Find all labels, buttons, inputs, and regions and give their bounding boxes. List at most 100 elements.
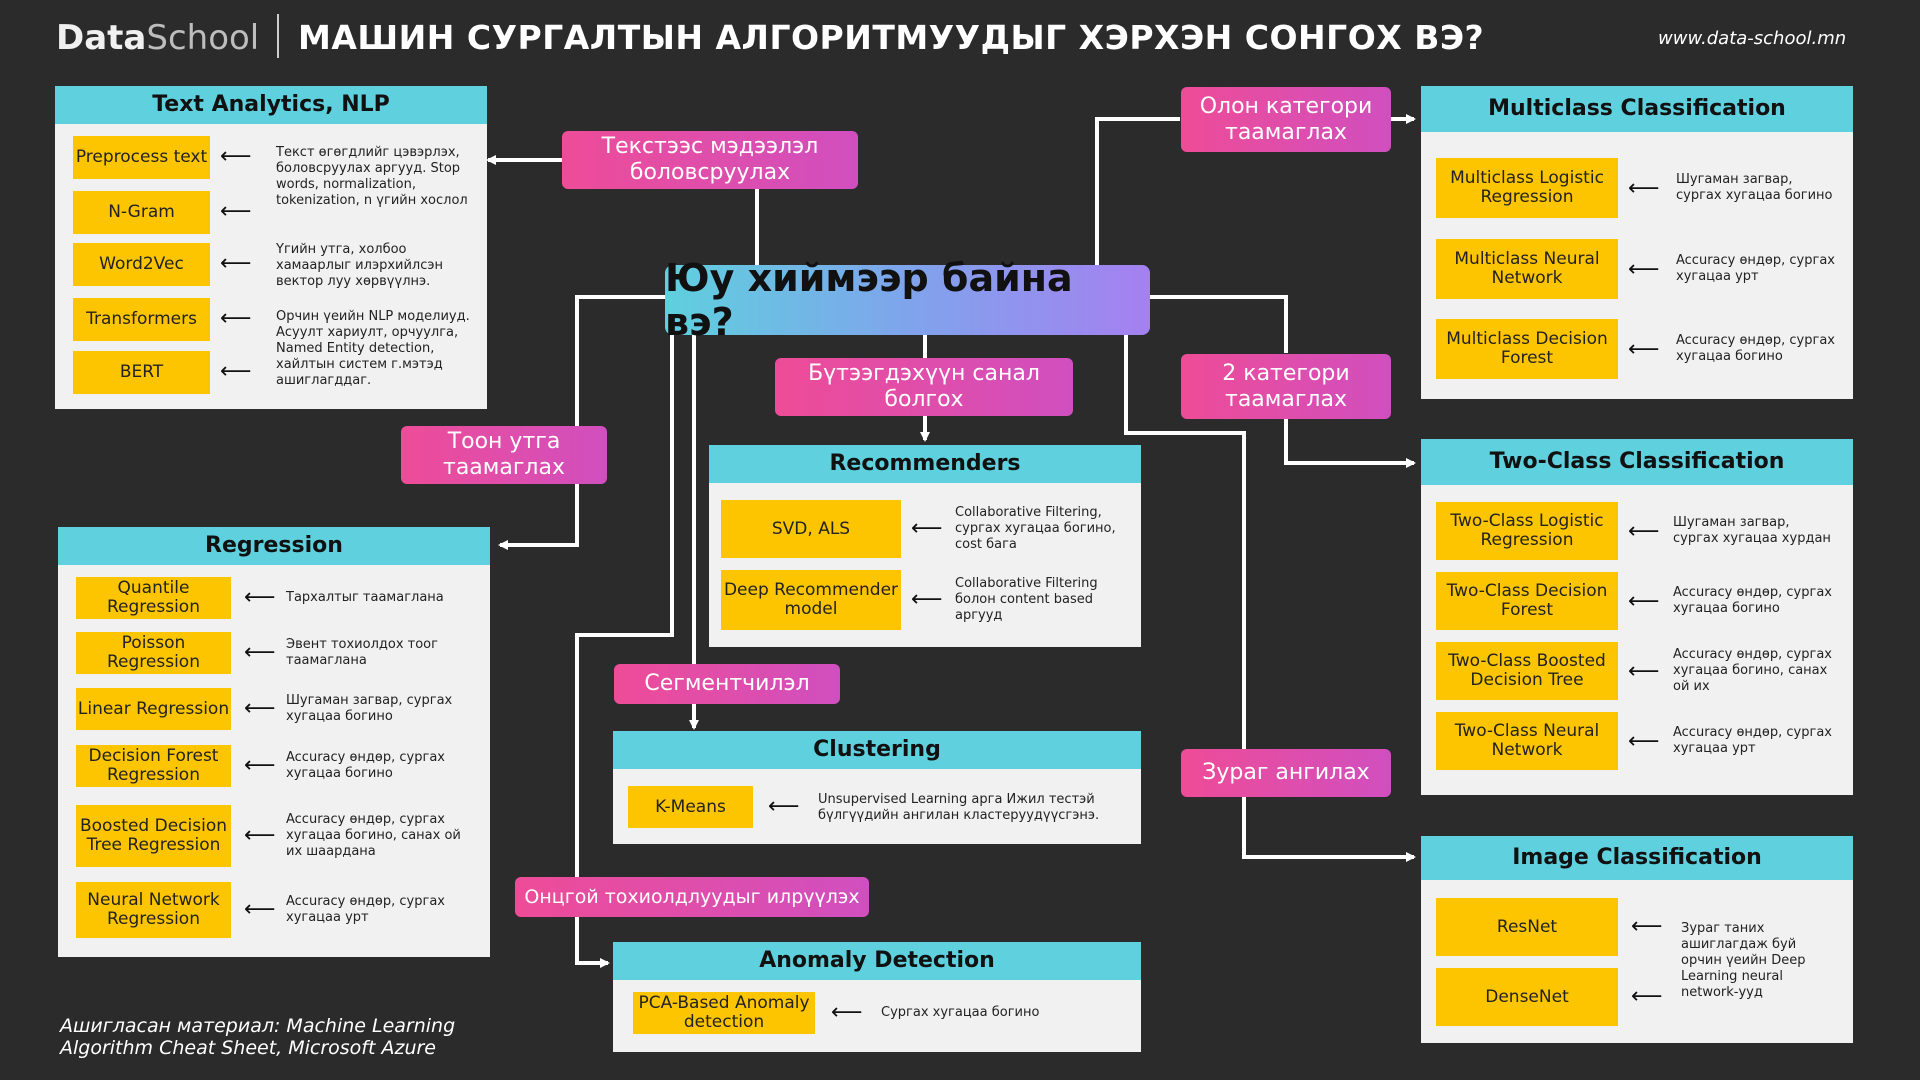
pca-anomaly-description: Сургах хугацаа богино: [881, 1005, 1040, 1020]
task-twoclass-label: 2 категори таамаглах: [1181, 354, 1391, 419]
resnet-box: ResNet: [1436, 898, 1618, 956]
poisson-description: Эвент тохиолдох тоог таамаглана: [286, 637, 438, 668]
multiclass-forest-box: Multiclass Decision Forest: [1436, 319, 1618, 379]
svd-als-description: Collaborative Filtering, сургах хугацаа …: [955, 505, 1116, 552]
multiclass-logistic-box: Multiclass Logistic Regression: [1436, 158, 1618, 218]
arrow-left-icon: ⟵: [831, 1000, 863, 1025]
arrow-left-icon: ⟵: [220, 251, 252, 276]
n-gram-box: N-Gram: [73, 191, 210, 234]
task-anomaly-label: Онцгой тохиолдлуудыг илрүүлэх: [515, 877, 869, 917]
densenet-box: DenseNet: [1436, 968, 1618, 1026]
text-analytics-panel: Text Analytics, NLP Preprocess text N-Gr…: [55, 86, 487, 409]
arrow-left-icon: ⟵: [220, 199, 252, 224]
two-class-boosted-description: Accuracy өндөр, сургах хугацаа богино, с…: [1673, 647, 1832, 694]
deep-recommender-box: Deep Recommender model: [721, 570, 901, 630]
arrow-left-icon: ⟵: [1628, 257, 1660, 282]
arrow-left-icon: ⟵: [244, 585, 276, 610]
k-means-box: K-Means: [628, 786, 753, 828]
regression-panel: Regression Quantile Regression Poisson R…: [58, 527, 490, 957]
arrow-left-icon: ⟵: [244, 696, 276, 721]
decision-forest-description: Accuracy өндөр, сургах хугацаа богино: [286, 750, 445, 781]
header-divider: [277, 14, 279, 58]
deep-recommender-description: Collaborative Filtering болон content ba…: [955, 576, 1098, 623]
k-means-description: Unsupervised Learning арга Ижил тестэй б…: [818, 792, 1100, 823]
arrow-left-icon: ⟵: [911, 587, 943, 612]
anomaly-detection-title: Anomaly Detection: [613, 942, 1141, 980]
neural-network-description: Accuracy өндөр, сургах хугацаа урт: [286, 894, 445, 925]
two-class-forest-description: Accuracy өндөр, сургах хугацаа богино: [1673, 585, 1832, 616]
quantile-description: Тархалтыг таамаглана: [286, 590, 444, 605]
logo-accent: School: [146, 18, 260, 58]
recommenders-panel: Recommenders SVD, ALS Deep Recommender m…: [709, 445, 1141, 647]
boosted-description: Accuracy өндөр, сургах хугацаа богино, с…: [286, 812, 461, 859]
boosted-decision-tree-regression-box: Boosted Decision Tree Regression: [76, 805, 231, 867]
arrow-left-icon: ⟵: [244, 897, 276, 922]
image-classification-panel: Image Classification ResNet DenseNet ⟵ ⟵…: [1421, 836, 1853, 1043]
word2vec-description: Үгийн утга, холбоо хамаарлыг илэрхийлсэн…: [276, 241, 444, 289]
anomaly-detection-panel: Anomaly Detection PCA-Based Anomaly dete…: [613, 942, 1141, 1052]
source-note: Ашигласан материал: Machine Learning Alg…: [60, 1015, 456, 1059]
word2vec-box: Word2Vec: [73, 243, 210, 286]
two-class-neural-box: Two-Class Neural Network: [1436, 712, 1618, 770]
text-analytics-title: Text Analytics, NLP: [55, 86, 487, 124]
preprocess-text-box: Preprocess text: [73, 136, 210, 179]
clustering-title: Clustering: [613, 731, 1141, 769]
task-recommend-label: Бүтээгдэхүүн санал болгох: [775, 358, 1073, 416]
logo: DataSchool: [56, 18, 259, 58]
clustering-panel: Clustering K-Means ⟵ Unsupervised Learni…: [613, 731, 1141, 844]
multiclass-title: Multiclass Classification: [1421, 86, 1853, 132]
multiclass-forest-description: Accuracy өндөр, сургах хугацаа богино: [1676, 333, 1835, 364]
preprocess-description: Текст өгөгдлийг цэвэрлэх, боловсруулах а…: [276, 145, 468, 208]
regression-title: Regression: [58, 527, 490, 565]
two-class-panel: Two-Class Classification Two-Class Logis…: [1421, 439, 1853, 795]
two-class-neural-description: Accuracy өндөр, сургах хугацаа урт: [1673, 725, 1832, 756]
arrow-left-icon: ⟵: [1628, 519, 1660, 544]
transformers-description: Орчин үеийн NLP моделиуд. Асуулт хариулт…: [276, 309, 470, 388]
arrow-left-icon: ⟵: [768, 794, 800, 819]
task-image-label: Зураг ангилах: [1181, 749, 1391, 797]
two-class-boosted-box: Two-Class Boosted Decision Tree: [1436, 642, 1618, 700]
arrow-left-icon: ⟵: [1628, 337, 1660, 362]
arrow-left-icon: ⟵: [244, 640, 276, 665]
page-title: МАШИН СУРГАЛТЫН АЛГОРИТМУУДЫГ ХЭРХЭН СОН…: [298, 18, 1485, 57]
multiclass-neural-description: Accuracy өндөр, сургах хугацаа урт: [1676, 253, 1835, 284]
pca-anomaly-box: PCA-Based Anomaly detection: [633, 992, 815, 1034]
multiclass-logistic-description: Шугаман загвар, сургах хугацаа богино: [1676, 172, 1833, 203]
quantile-regression-box: Quantile Regression: [76, 577, 231, 619]
image-classification-description: Зураг таних ашиглагдаж буй орчин үеийн D…: [1681, 921, 1806, 1000]
task-multiclass-label: Олон категори таамаглах: [1181, 87, 1391, 152]
two-class-logistic-box: Two-Class Logistic Regression: [1436, 502, 1618, 560]
arrow-left-icon: ⟵: [1631, 914, 1663, 939]
neural-network-regression-box: Neural Network Regression: [76, 882, 231, 938]
two-class-title: Two-Class Classification: [1421, 439, 1853, 485]
arrow-left-icon: ⟵: [244, 823, 276, 848]
two-class-logistic-description: Шугаман загвар, сургах хугацаа хурдан: [1673, 515, 1831, 546]
arrow-left-icon: ⟵: [1628, 176, 1660, 201]
task-text-label: Текстээс мэдээлэл боловсруулах: [562, 131, 858, 189]
task-segment-label: Сегментчилэл: [614, 664, 840, 704]
arrow-left-icon: ⟵: [244, 753, 276, 778]
arrow-left-icon: ⟵: [911, 516, 943, 541]
image-classification-title: Image Classification: [1421, 836, 1853, 880]
multiclass-neural-box: Multiclass Neural Network: [1436, 239, 1618, 299]
transformers-box: Transformers: [73, 298, 210, 341]
bert-box: BERT: [73, 351, 210, 394]
site-url: www.data-school.mn: [1658, 28, 1847, 49]
logo-main: Data: [56, 18, 147, 58]
decision-forest-regression-box: Decision Forest Regression: [76, 745, 231, 787]
poisson-regression-box: Poisson Regression: [76, 632, 231, 674]
task-numeric-label: Тоон утга таамаглах: [401, 426, 607, 484]
arrow-left-icon: ⟵: [1628, 659, 1660, 684]
multiclass-panel: Multiclass Classification Multiclass Log…: [1421, 86, 1853, 399]
arrow-left-icon: ⟵: [1628, 589, 1660, 614]
recommenders-title: Recommenders: [709, 445, 1141, 483]
linear-regression-box: Linear Regression: [76, 688, 231, 730]
arrow-left-icon: ⟵: [220, 144, 252, 169]
center-question: Юу хиймээр байна вэ?: [665, 256, 1150, 344]
arrow-left-icon: ⟵: [1631, 984, 1663, 1009]
linear-description: Шугаман загвар, сургах хугацаа богино: [286, 693, 453, 724]
two-class-forest-box: Two-Class Decision Forest: [1436, 572, 1618, 630]
arrow-left-icon: ⟵: [220, 359, 252, 384]
svd-als-box: SVD, ALS: [721, 500, 901, 558]
arrow-left-icon: ⟵: [220, 306, 252, 331]
